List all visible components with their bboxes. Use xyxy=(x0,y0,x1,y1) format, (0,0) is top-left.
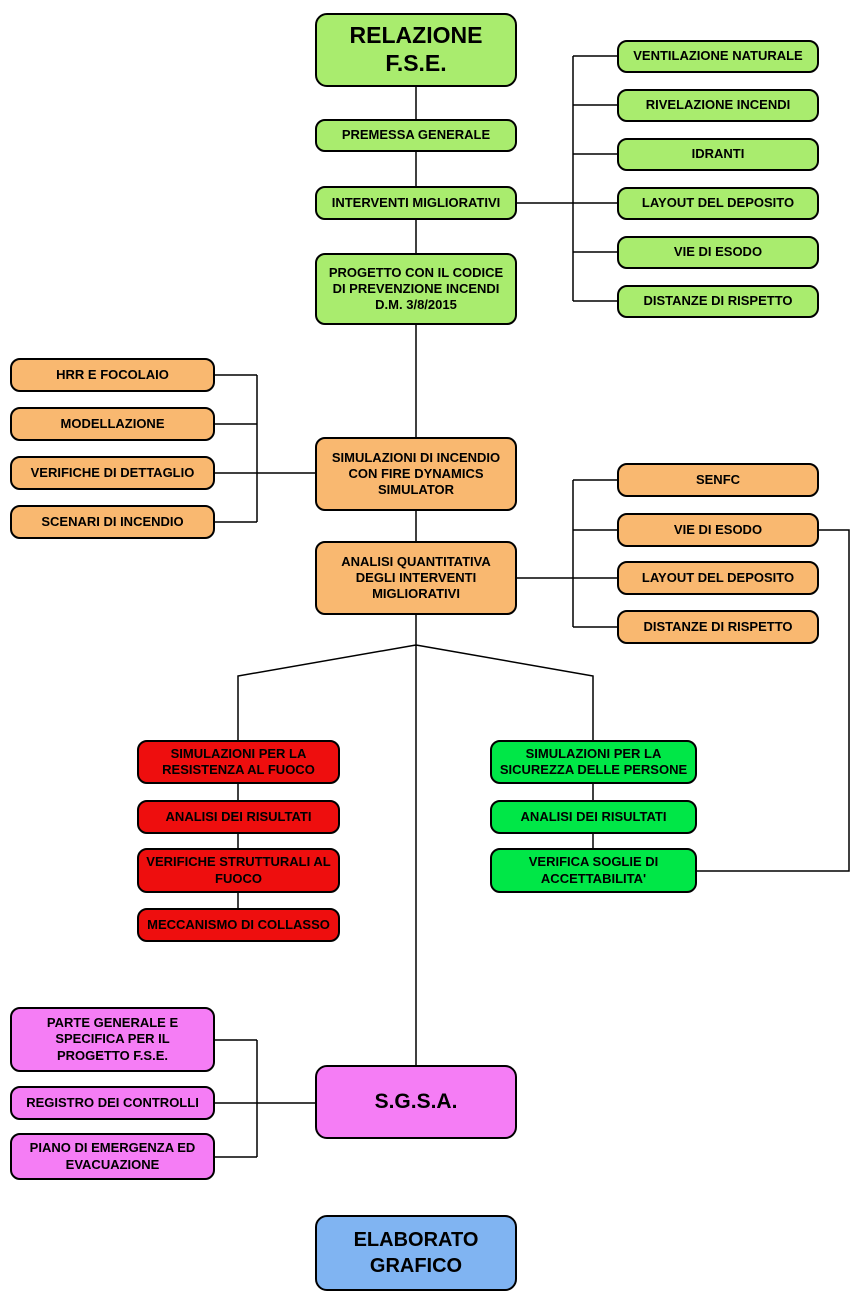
node-analisi-risultati-persone: ANALISI DEI RISULTATI xyxy=(490,800,697,834)
node-idranti: IDRANTI xyxy=(617,138,819,171)
node-distanze-di-rispetto-1: DISTANZE DI RISPETTO xyxy=(617,285,819,318)
node-layout-del-deposito-1: LAYOUT DEL DEPOSITO xyxy=(617,187,819,220)
node-progetto-codice-prevenzione: PROGETTO CON IL CODICE DI PREVENZIONE IN… xyxy=(315,253,517,325)
node-simulazioni-sicurezza-persone: SIMULAZIONI PER LA SICUREZZA DELLE PERSO… xyxy=(490,740,697,784)
node-senfc: SENFC xyxy=(617,463,819,497)
node-sgsa: S.G.S.A. xyxy=(315,1065,517,1139)
node-piano-di-emergenza: PIANO DI EMERGENZA ED EVACUAZIONE xyxy=(10,1133,215,1180)
node-hrr-e-focolaio: HRR E FOCOLAIO xyxy=(10,358,215,392)
node-distanze-di-rispetto-2: DISTANZE DI RISPETTO xyxy=(617,610,819,644)
node-layout-del-deposito-2: LAYOUT DEL DEPOSITO xyxy=(617,561,819,595)
node-elaborato-grafico: ELABORATO GRAFICO xyxy=(315,1215,517,1291)
node-modellazione: MODELLAZIONE xyxy=(10,407,215,441)
node-registro-dei-controlli: REGISTRO DEI CONTROLLI xyxy=(10,1086,215,1120)
node-vie-di-esodo-1: VIE DI ESODO xyxy=(617,236,819,269)
node-verifiche-strutturali-fuoco: VERIFICHE STRUTTURALI AL FUOCO xyxy=(137,848,340,893)
node-verifiche-di-dettaglio: VERIFICHE DI DETTAGLIO xyxy=(10,456,215,490)
node-vie-di-esodo-2: VIE DI ESODO xyxy=(617,513,819,547)
node-rivelazione-incendi: RIVELAZIONE INCENDI xyxy=(617,89,819,122)
node-interventi-migliorativi: INTERVENTI MIGLIORATIVI xyxy=(315,186,517,220)
node-scenari-di-incendio: SCENARI DI INCENDIO xyxy=(10,505,215,539)
node-ventilazione-naturale: VENTILAZIONE NATURALE xyxy=(617,40,819,73)
node-simulazioni-resistenza-fuoco: SIMULAZIONI PER LA RESISTENZA AL FUOCO xyxy=(137,740,340,784)
node-parte-generale-specifica: PARTE GENERALE E SPECIFICA PER IL PROGET… xyxy=(10,1007,215,1072)
node-relazione-fse: RELAZIONE F.S.E. xyxy=(315,13,517,87)
node-premessa-generale: PREMESSA GENERALE xyxy=(315,119,517,152)
connector-path xyxy=(215,55,850,1158)
node-analisi-quantitativa: ANALISI QUANTITATIVA DEGLI INTERVENTI MI… xyxy=(315,541,517,615)
node-analisi-risultati-fuoco: ANALISI DEI RISULTATI xyxy=(137,800,340,834)
node-meccanismo-di-collasso: MECCANISMO DI COLLASSO xyxy=(137,908,340,942)
node-simulazioni-fds: SIMULAZIONI DI INCENDIO CON FIRE DYNAMIC… xyxy=(315,437,517,511)
node-verifica-soglie-accettabilita: VERIFICA SOGLIE DI ACCETTABILITA' xyxy=(490,848,697,893)
